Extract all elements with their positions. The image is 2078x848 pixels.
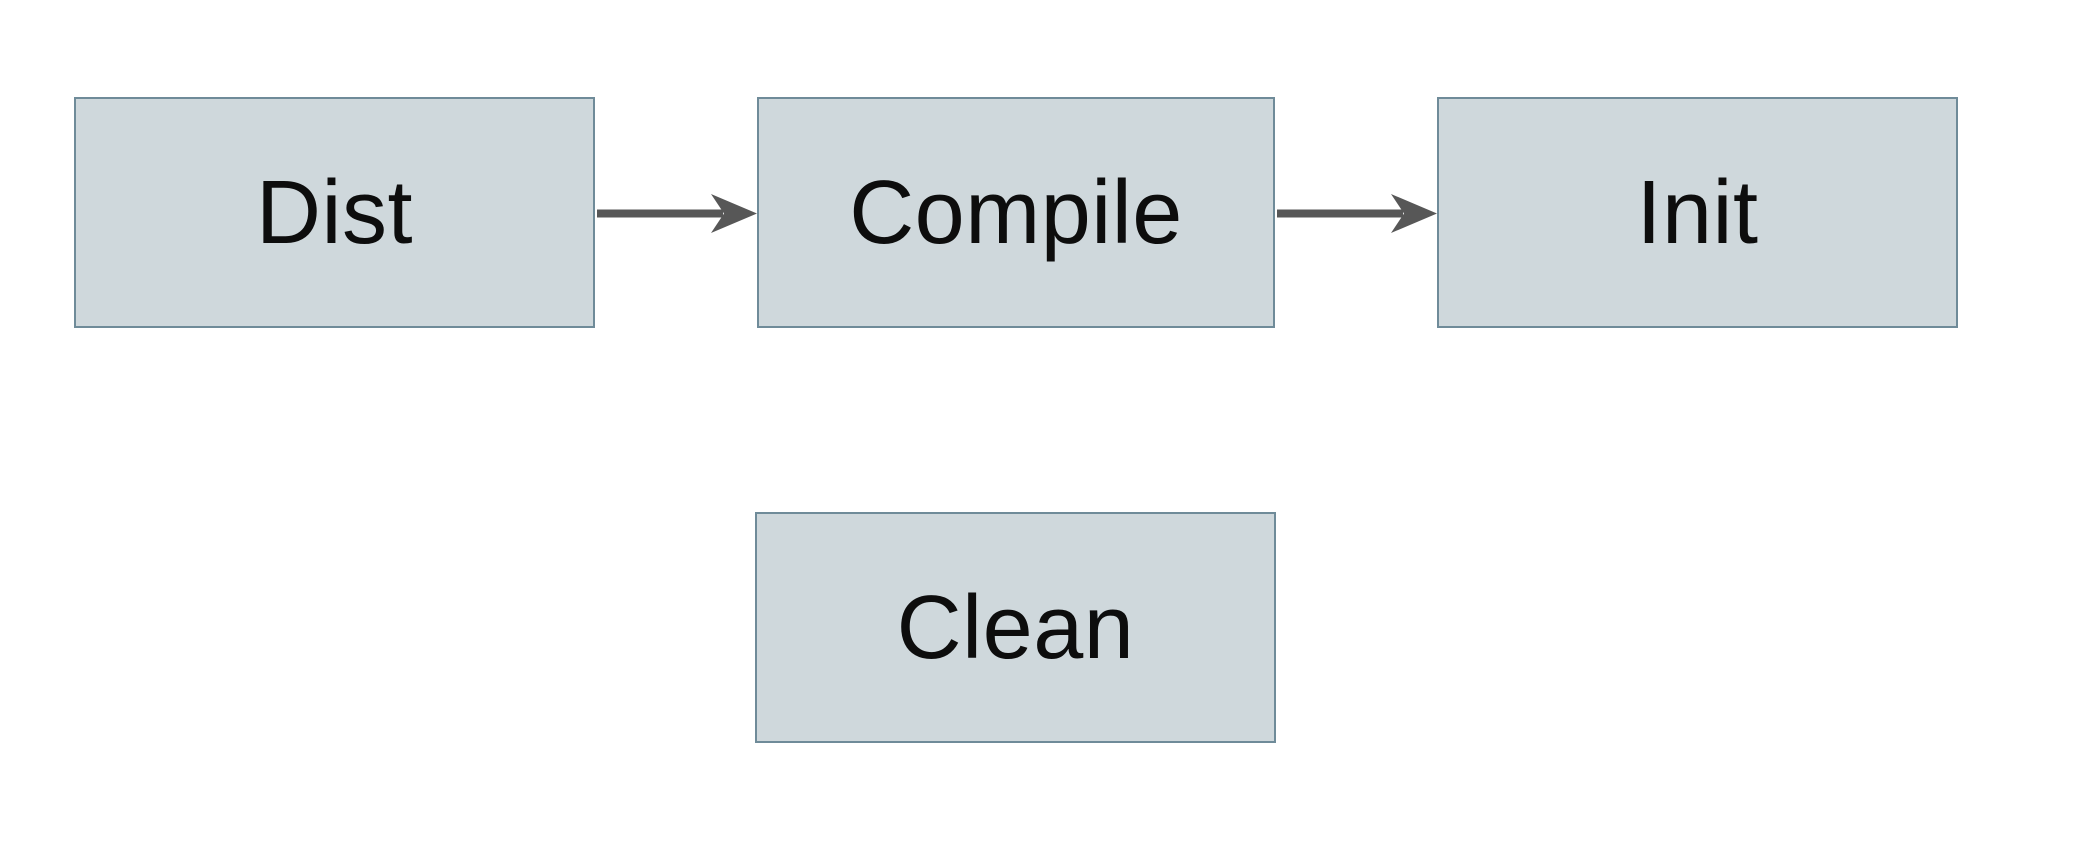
node-clean: Clean xyxy=(755,512,1276,743)
arrow-dist-to-compile xyxy=(597,194,757,233)
node-clean-label: Clean xyxy=(896,577,1135,678)
node-compile: Compile xyxy=(757,97,1275,328)
node-dist: Dist xyxy=(74,97,595,328)
arrow-compile-to-init xyxy=(1277,194,1437,233)
node-dist-label: Dist xyxy=(256,162,413,263)
node-init: Init xyxy=(1437,97,1958,328)
node-compile-label: Compile xyxy=(849,162,1183,263)
node-init-label: Init xyxy=(1636,162,1759,263)
